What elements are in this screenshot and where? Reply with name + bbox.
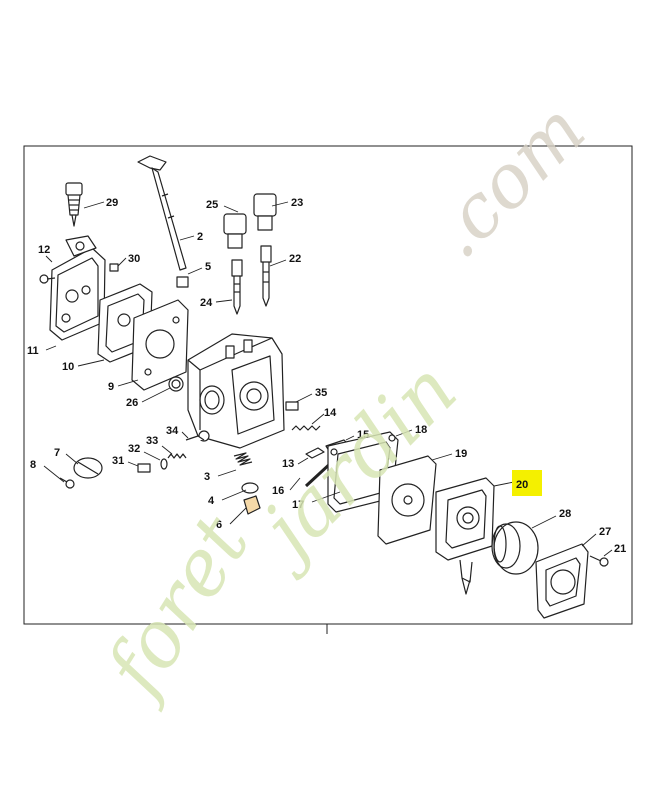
- part-21-screw: [589, 555, 609, 567]
- label-5: 5: [205, 261, 211, 273]
- label-28: 28: [559, 508, 571, 520]
- part-35-plug: [285, 401, 299, 411]
- label-10: 10: [62, 361, 74, 373]
- part-19-diaphragm: [377, 455, 437, 545]
- label-14: 14: [324, 407, 337, 419]
- part-6-fitting: [243, 495, 261, 515]
- part-23-limiter-cap: [253, 193, 277, 231]
- part-34-needle: [185, 435, 205, 441]
- part-27-flange: [535, 543, 589, 619]
- label-34: 34: [166, 425, 179, 437]
- part-14-spring: [291, 425, 321, 431]
- part-28-primer-bulb: [491, 521, 539, 575]
- label-35: 35: [315, 387, 327, 399]
- label-25: 25: [206, 199, 218, 211]
- label-11: 11: [27, 345, 39, 357]
- label-12: 12: [38, 244, 50, 256]
- part-3-spring: [233, 452, 253, 466]
- watermark-foret: foret: [87, 500, 267, 714]
- label-16: 16: [272, 485, 284, 497]
- label-29: 29: [106, 197, 118, 209]
- part-5-bushing: [176, 276, 189, 288]
- part-26-filter-screen: [168, 376, 184, 392]
- label-6: 6: [216, 519, 222, 531]
- part-24-needle: [231, 259, 243, 315]
- label-9: 9: [108, 381, 114, 393]
- label-8: 8: [30, 459, 36, 471]
- part-13-inlet-needle: [305, 447, 325, 459]
- part-32-ring: [160, 458, 168, 470]
- watermark-dotcom: .com: [414, 87, 602, 275]
- label-17: 17: [292, 499, 304, 511]
- part-29-adjust-screw: [65, 182, 83, 227]
- part-2-throttle-shaft: [137, 155, 187, 271]
- highlight-20: [512, 470, 542, 496]
- label-24: 24: [200, 297, 213, 309]
- watermark: foret jardin .com: [87, 87, 602, 714]
- carburetor-body: [187, 333, 285, 449]
- part-30-plug: [109, 263, 119, 272]
- label-15: 15: [357, 429, 369, 441]
- part-33-spring: [167, 453, 187, 459]
- label-32: 32: [128, 443, 140, 455]
- label-7: 7: [54, 447, 60, 459]
- part-25-limiter-cap: [223, 213, 247, 249]
- label-13: 13: [282, 458, 294, 470]
- part-20-metering-cover: [435, 477, 495, 595]
- label-19: 19: [455, 448, 467, 460]
- label-31: 31: [112, 455, 124, 467]
- part-4-washer: [241, 482, 259, 494]
- label-26: 26: [126, 397, 138, 409]
- part-7-plate: [73, 457, 103, 479]
- part-31-plug: [137, 463, 151, 473]
- part-8-screw: [59, 477, 75, 489]
- part-12-screw: [39, 274, 56, 284]
- part-22-needle: [260, 245, 272, 307]
- diagram-frame: [23, 145, 633, 625]
- label-18: 18: [415, 424, 427, 436]
- label-20: 20: [516, 479, 528, 491]
- label-33: 33: [146, 435, 158, 447]
- label-3: 3: [204, 471, 210, 483]
- label-23: 23: [291, 197, 303, 209]
- label-21: 21: [614, 543, 626, 555]
- label-22: 22: [289, 253, 301, 265]
- label-2: 2: [197, 231, 203, 243]
- label-30: 30: [128, 253, 140, 265]
- part-9-diaphragm: [131, 299, 189, 391]
- part-11-pump-cover: [49, 235, 106, 341]
- label-27: 27: [599, 526, 611, 538]
- part-labels: 29 12 30 11 10 9 26 2 5 25 23 22 24 35 1…: [27, 197, 626, 555]
- leader-lines: [43, 201, 613, 557]
- label-4: 4: [208, 495, 215, 507]
